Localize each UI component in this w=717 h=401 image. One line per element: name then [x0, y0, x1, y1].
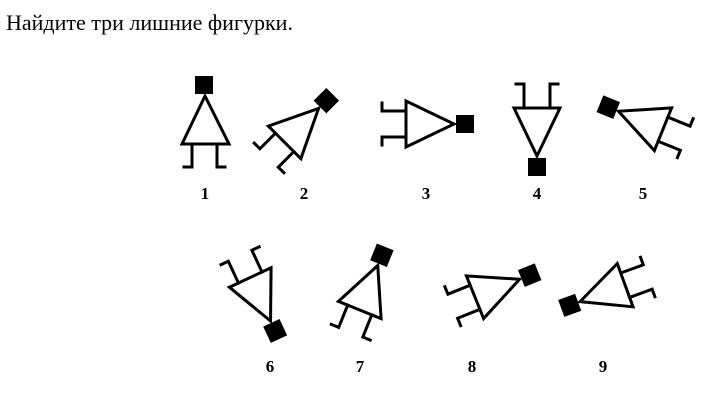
figure-number: 7	[356, 357, 365, 376]
figure-2	[252, 87, 340, 175]
figure-6	[219, 244, 288, 343]
figure-4	[511, 82, 563, 176]
figure-number: 5	[639, 184, 648, 203]
figure-number: 3	[422, 184, 431, 203]
figure-number: 8	[468, 357, 477, 376]
figure-5	[596, 95, 696, 160]
figure-9	[558, 255, 657, 317]
figure-1: 1	[179, 76, 232, 203]
figure-number: 9	[599, 357, 608, 376]
task-title: Найдите три лишние фигурки.	[6, 10, 293, 35]
figure-number: 2	[300, 184, 309, 203]
figure-3	[380, 98, 474, 150]
figure-number: 6	[266, 357, 275, 376]
figure-number: 4	[533, 184, 542, 203]
figure-7	[329, 243, 394, 343]
figure-8	[442, 263, 542, 328]
figure-number: 1	[201, 184, 210, 203]
